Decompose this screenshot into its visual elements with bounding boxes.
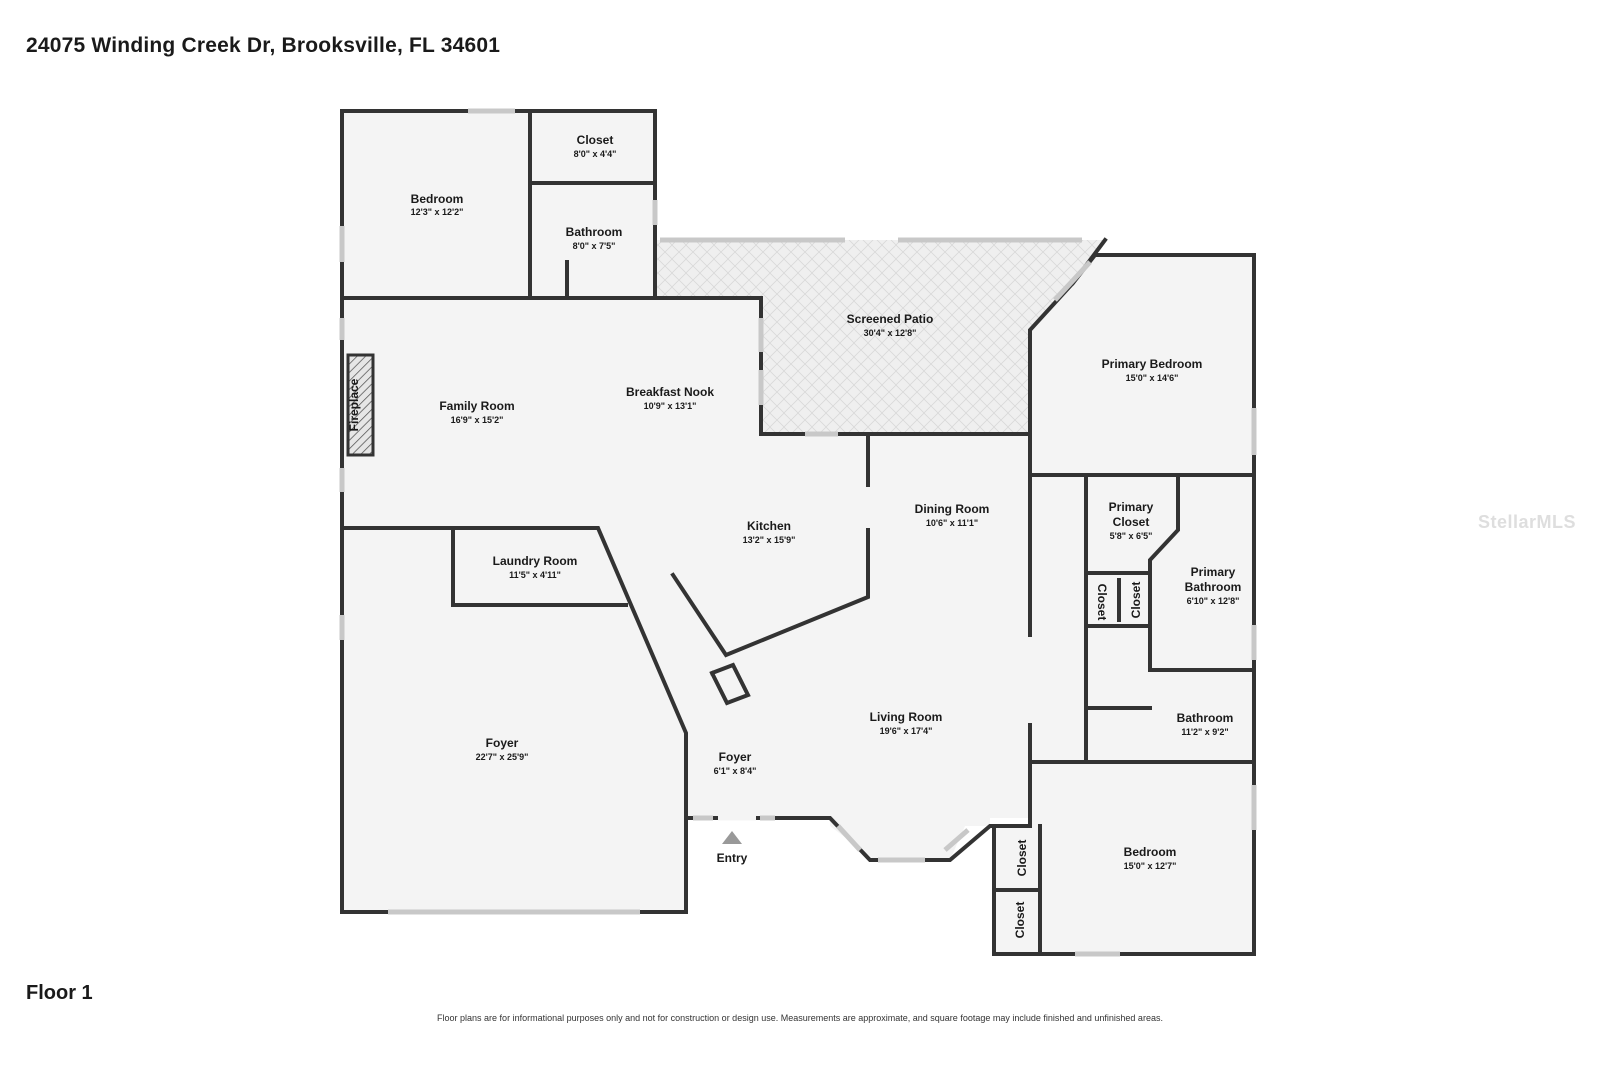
entry-arrow-icon (722, 831, 742, 844)
bedroom-nw-dims: 12'3" x 12'2" (411, 207, 464, 217)
laundry-room-dims: 11'5" x 4'11" (509, 570, 561, 580)
bedroom-se-name: Bedroom (1124, 845, 1177, 859)
kitchen-dims: 13'2" x 15'9" (743, 535, 796, 545)
fireplace-name: Fireplace (347, 378, 361, 431)
primary-bedroom-name: Primary Bedroom (1102, 357, 1203, 371)
screened-patio-name: Screened Patio (847, 312, 934, 326)
closet-low-b-name: Closet (1013, 902, 1027, 939)
floor-label: Floor 1 (26, 982, 93, 1004)
bathroom-top-dims: 8'0" x 7'5" (573, 241, 616, 251)
primary-closet-dims: 5'8" x 6'5" (1110, 531, 1153, 541)
closet-mid-a-name: Closet (1095, 584, 1109, 621)
bedroom-nw-name: Bedroom (411, 192, 464, 206)
family-room-name: Family Room (439, 399, 514, 413)
foyer-large-dims: 22'7" x 25'9" (476, 752, 529, 762)
living-room-name: Living Room (870, 710, 943, 724)
foyer-small-dims: 6'1" x 8'4" (714, 766, 757, 776)
dining-room-name: Dining Room (915, 502, 990, 516)
walls (340, 109, 1256, 956)
family-room-dims: 16'9" x 15'2" (451, 415, 504, 425)
bathroom-east-dims: 11'2" x 9'2" (1181, 727, 1228, 737)
bathroom-east-name: Bathroom (1177, 711, 1234, 725)
foyer-small-name: Foyer (719, 750, 752, 764)
entry-name: Entry (717, 851, 748, 865)
disclaimer: Floor plans are for informational purpos… (437, 1013, 1163, 1023)
screened-patio-dims: 30'4" x 12'8" (864, 328, 917, 338)
primary-bathroom-name-2: Bathroom (1185, 580, 1242, 594)
primary-bathroom-name-1: Primary (1191, 565, 1236, 579)
fireplace-hearth (346, 353, 375, 457)
property-address: 24075 Winding Creek Dr, Brooksville, FL … (26, 34, 501, 57)
primary-bedroom-dims: 15'0" x 14'6" (1126, 373, 1179, 383)
windows (339, 108, 1257, 957)
dining-room-dims: 10'6" x 11'1" (926, 518, 978, 528)
primary-closet-name-2: Closet (1113, 515, 1150, 529)
closet-top-dims: 8'0" x 4'4" (574, 149, 617, 159)
kitchen-name: Kitchen (747, 519, 791, 533)
living-room-dims: 19'6" x 17'4" (880, 726, 933, 736)
closet-top-name: Closet (577, 133, 614, 147)
screened-patio-area (655, 240, 1105, 434)
closet-mid-b-name: Closet (1129, 582, 1143, 619)
bathroom-top-name: Bathroom (566, 225, 623, 239)
watermark: StellarMLS (1478, 512, 1577, 532)
room-labels: Closet 8'0" x 4'4" Bedroom 12'3" x 12'2"… (347, 133, 1241, 938)
breakfast-nook-name: Breakfast Nook (626, 385, 714, 399)
primary-closet-name-1: Primary (1109, 500, 1154, 514)
breakfast-nook-dims: 10'9" x 13'1" (644, 401, 697, 411)
closet-low-a-name: Closet (1015, 840, 1029, 877)
bedroom-se-dims: 15'0" x 12'7" (1124, 861, 1177, 871)
floor-fills (342, 111, 1254, 954)
laundry-room-name: Laundry Room (493, 554, 578, 568)
foyer-large-name: Foyer (486, 736, 519, 750)
primary-bathroom-dims: 6'10" x 12'8" (1187, 596, 1240, 606)
